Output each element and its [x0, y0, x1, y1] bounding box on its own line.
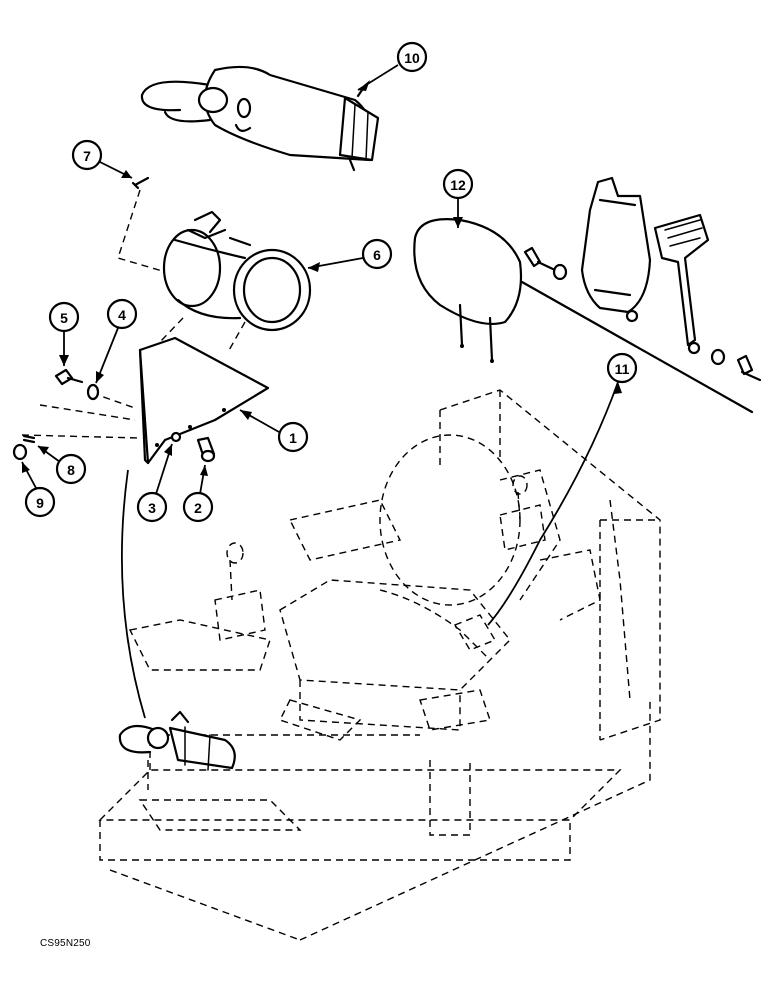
bracket-to-extinguisher-line [121, 469, 146, 719]
operator-seat-outline [128, 434, 601, 741]
callout-7-label: 7 [83, 148, 91, 164]
joystick-right-outline [499, 475, 546, 551]
callout-2: 2 [182, 464, 214, 523]
bolt [54, 368, 84, 386]
lock-washer [22, 434, 36, 444]
callout-11-label: 11 [615, 361, 630, 377]
washer [86, 383, 100, 401]
spacer [196, 436, 216, 463]
washer-phantom-line [39, 404, 136, 421]
bracket [138, 336, 270, 465]
callout-12-label: 12 [450, 177, 466, 193]
joystick-left-outline [214, 542, 266, 641]
callout-9: 9 [21, 461, 56, 518]
bolt-phantom-line [91, 392, 136, 409]
callout-8-label: 8 [67, 462, 75, 478]
callout-7: 7 [71, 139, 133, 179]
callout-10: 10 [357, 41, 428, 91]
callout-3: 3 [136, 443, 173, 523]
callout-6: 6 [307, 238, 393, 272]
callout-11: 11 [487, 352, 638, 626]
callout-5: 5 [48, 301, 80, 366]
fire-extinguisher [140, 65, 380, 172]
cab-base-outline [98, 700, 651, 941]
extinguisher-installed [118, 710, 236, 790]
seat-belt-strap-outline [379, 589, 497, 661]
callout-3-label: 3 [148, 500, 156, 516]
screw [170, 431, 182, 443]
pin [131, 176, 150, 190]
nut [12, 443, 28, 461]
clamp-phantom-line-a [159, 317, 184, 343]
callout-12: 12 [442, 168, 474, 228]
mounting-clamp [162, 210, 312, 332]
reference-code: CS95N250 [40, 938, 91, 949]
callout-4: 4 [95, 298, 138, 384]
callout-4-label: 4 [118, 307, 126, 323]
callout-1: 1 [239, 409, 309, 453]
clamp-phantom-line-b [227, 321, 246, 353]
callout-6-label: 6 [373, 247, 381, 263]
seat-belt-assembly [520, 176, 762, 414]
headrest [413, 218, 523, 363]
callout-2-label: 2 [194, 500, 202, 516]
callout-1-label: 1 [289, 430, 297, 446]
console-outline [439, 389, 661, 741]
nut-phantom-line [21, 434, 141, 439]
callout-9-label: 9 [36, 495, 44, 511]
callout-8: 8 [37, 445, 87, 485]
callout-5-label: 5 [60, 310, 68, 326]
callout-10-label: 10 [404, 50, 420, 66]
